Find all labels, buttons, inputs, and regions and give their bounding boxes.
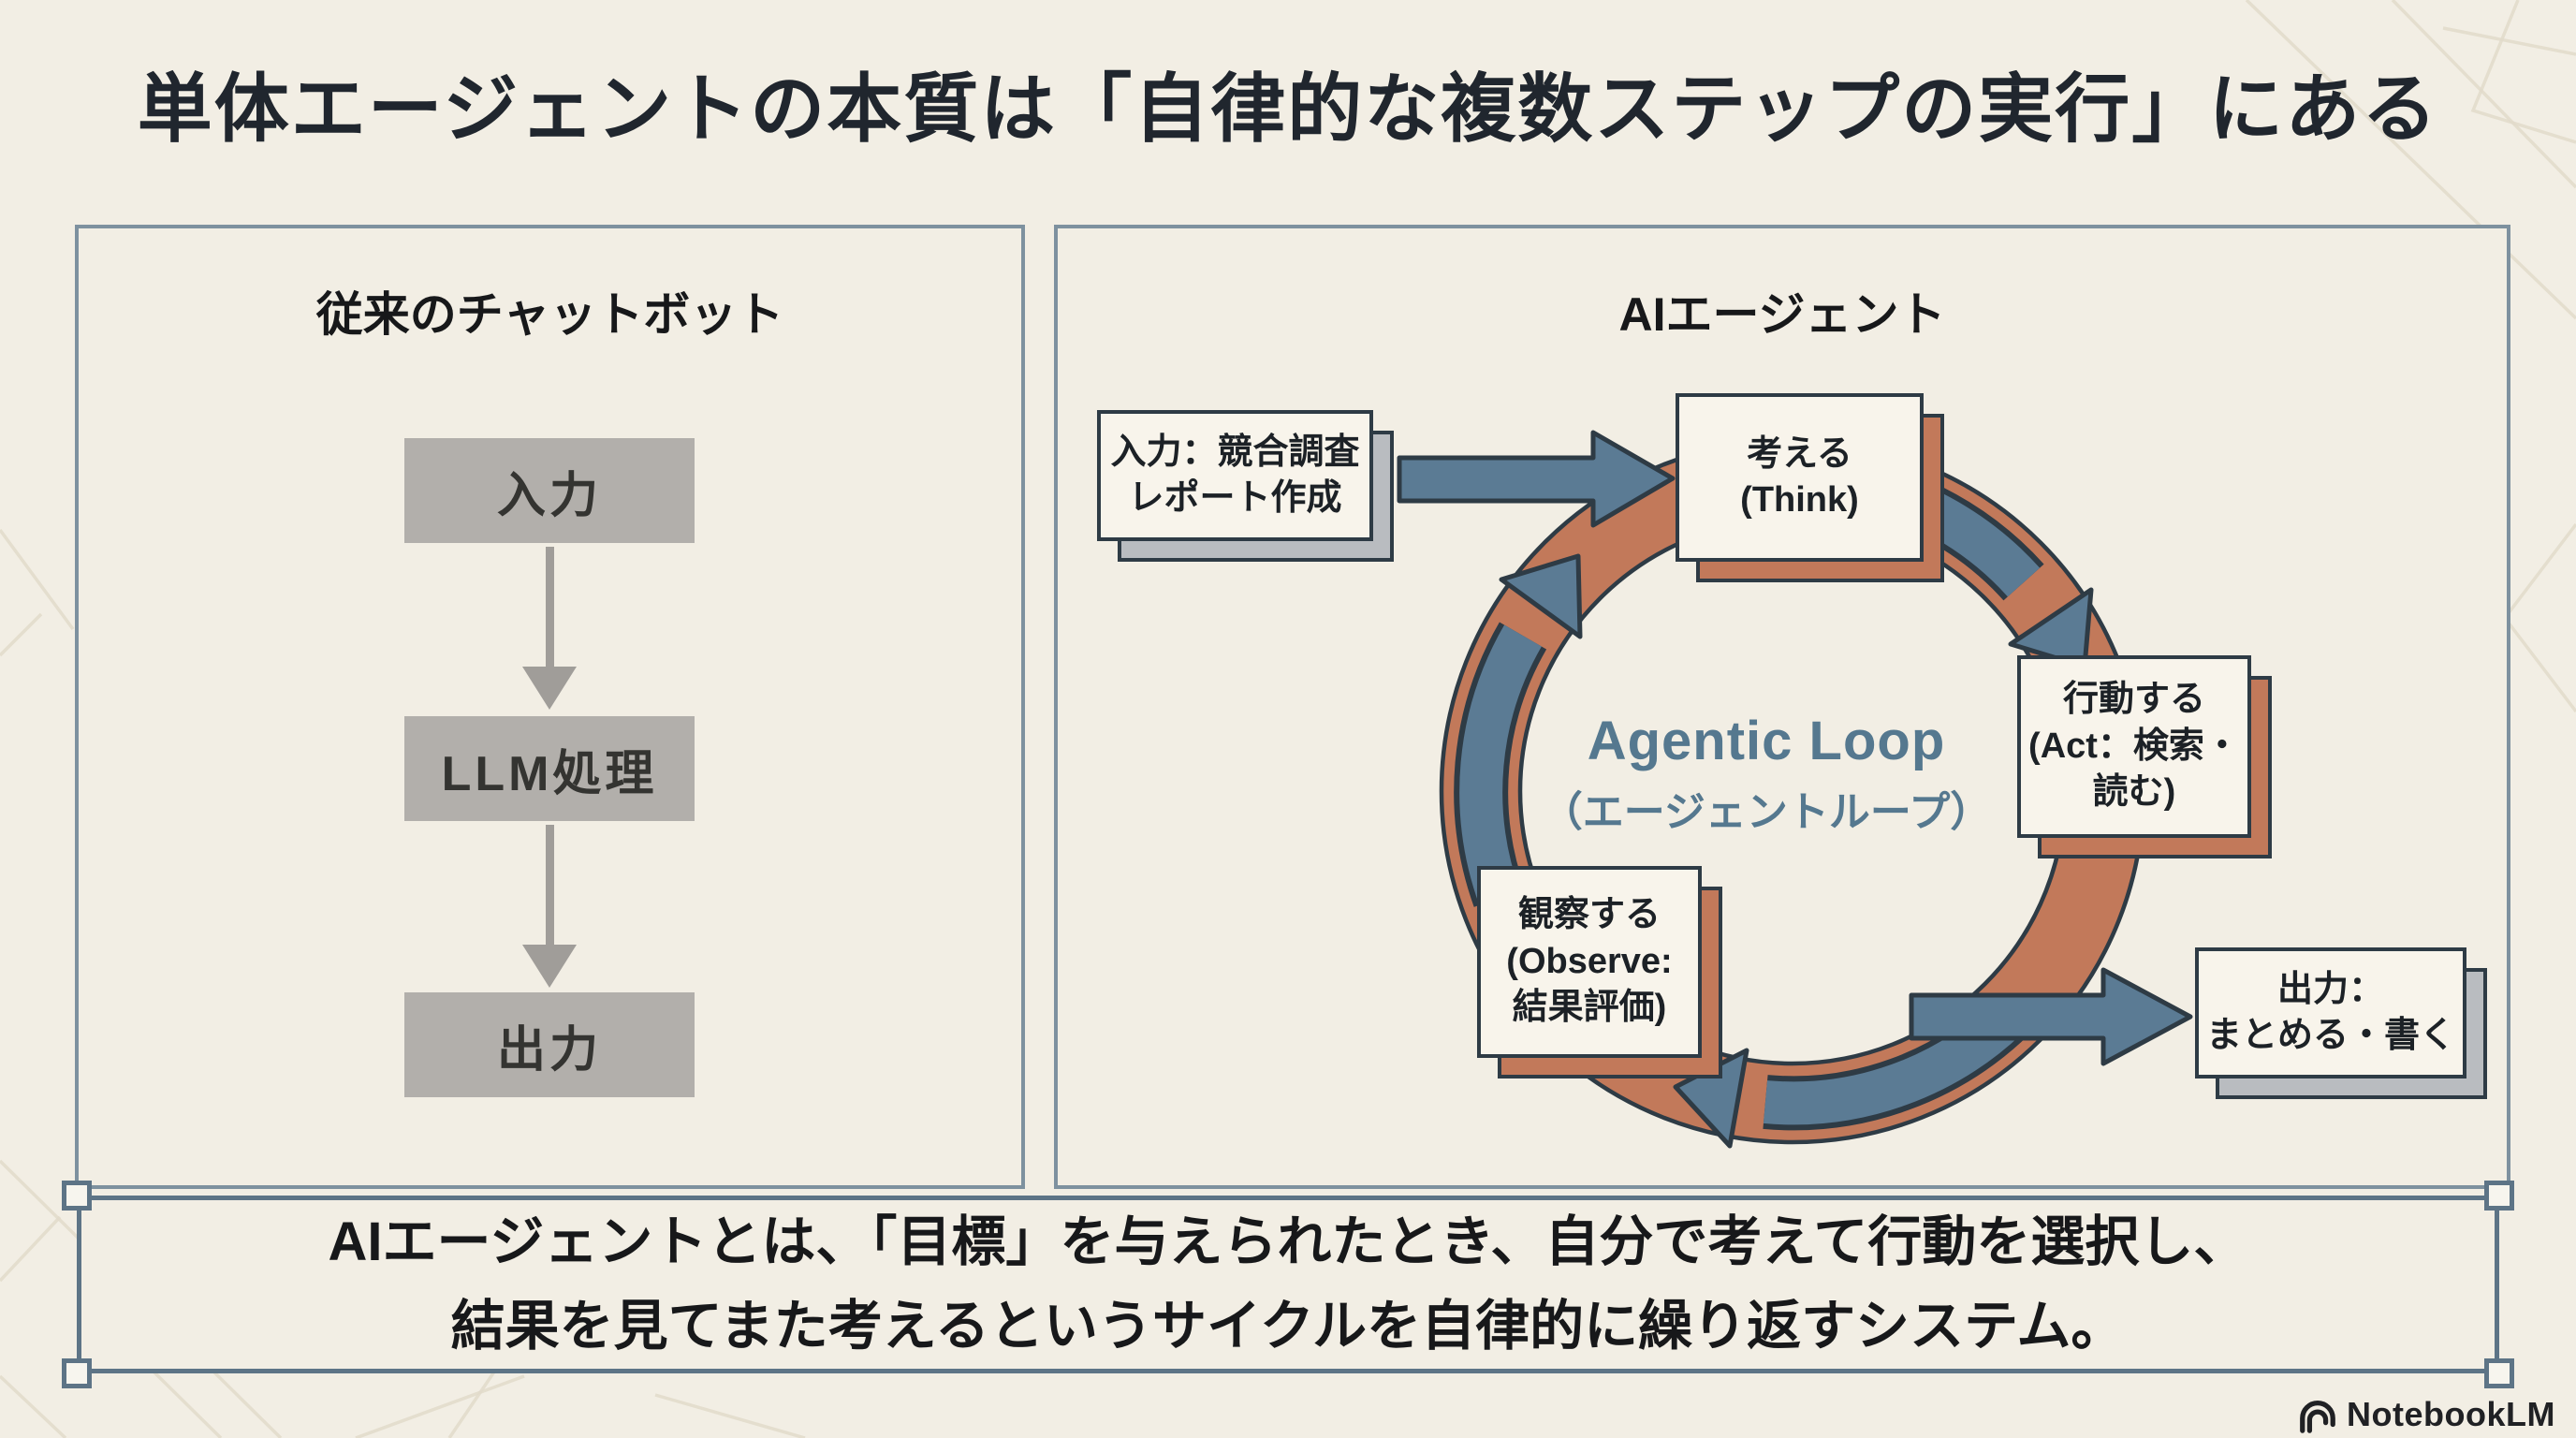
observe-line1: 観察する — [1517, 895, 1661, 935]
act-line1: 行動する — [2062, 680, 2205, 720]
flow-box-llm: LLM処理 — [404, 716, 695, 821]
think-node: 考える (Think) — [1676, 393, 1944, 582]
page-title: 単体エージェントの本質は「自律的な複数ステップの実行」にある — [137, 67, 2439, 151]
output-result-node: 出力： まとめる・書く — [2195, 947, 2487, 1099]
act-line3: 読む) — [2092, 772, 2176, 813]
selection-handle-bottom-right[interactable] — [2484, 1358, 2514, 1388]
down-arrow-icon — [522, 667, 577, 710]
observe-node: 観察する (Observe: 結果評価) — [1477, 866, 1722, 1078]
act-line2: (Act：検索・ — [2028, 726, 2240, 766]
selection-handle-top-right[interactable] — [2484, 1181, 2514, 1211]
think-line1: 考える — [1747, 433, 1852, 474]
output-result-line2: まとめる・書く — [2205, 1016, 2455, 1055]
down-arrow-icon — [546, 825, 554, 946]
down-arrow-icon — [546, 547, 554, 668]
output-result-line1: 出力： — [2276, 969, 2384, 1009]
flow-box-input: 入力 — [404, 438, 695, 543]
think-line2: (Think) — [1740, 480, 1859, 520]
summary-line-1: AIエージェントとは、「目標」を与えられたとき、自分で考えて行動を選択し、 — [328, 1211, 2248, 1273]
right-panel-title: AIエージェント — [1618, 288, 1946, 341]
loop-title: Agentic Loop — [1587, 711, 1946, 771]
act-node: 行動する (Act：検索・ 読む) — [2017, 655, 2272, 858]
selection-handle-bottom-left[interactable] — [62, 1358, 92, 1388]
left-panel-title: 従来のチャットボット — [315, 288, 784, 341]
observe-line2: (Observe: — [1506, 941, 1673, 981]
down-arrow-icon — [522, 945, 577, 988]
loop-center-label: Agentic Loop （エージェントループ） — [1439, 710, 2094, 838]
observe-line3: 結果評価) — [1512, 988, 1667, 1028]
summary-line-2: 結果を見てまた考えるというサイクルを自律的に繰り返すシステム。 — [450, 1296, 2126, 1357]
summary-text-box[interactable]: AIエージェントとは、「目標」を与えられたとき、自分で考えて行動を選択し、 結果… — [77, 1196, 2499, 1373]
notebooklm-icon — [2300, 1400, 2335, 1433]
loop-subtitle: （エージェントループ） — [1541, 789, 1992, 835]
notebooklm-label: NotebookLM — [2347, 1395, 2555, 1433]
input-task-line1: 入力：競合調査 — [1110, 432, 1360, 472]
flow-box-output: 出力 — [404, 992, 695, 1097]
notebooklm-watermark: NotebookLM — [2296, 1395, 2555, 1434]
selection-handle-top-left[interactable] — [62, 1181, 92, 1211]
input-task-node: 入力：競合調査 レポート作成 — [1097, 410, 1394, 562]
input-task-line2: レポート作成 — [1128, 478, 1342, 518]
